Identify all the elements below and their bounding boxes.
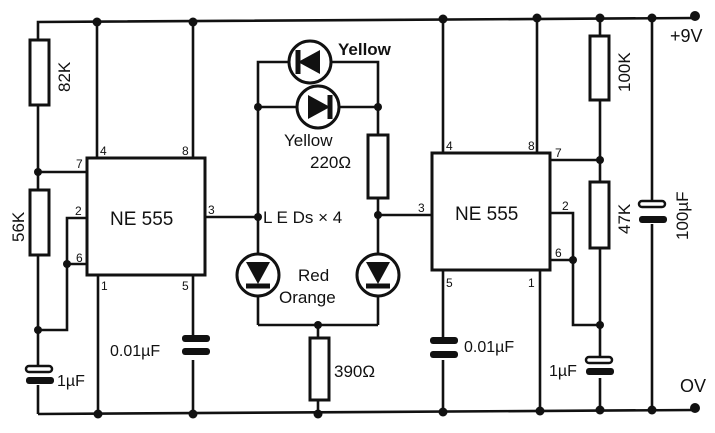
ic-left-ne555 — [85, 17, 258, 419]
leds-count-label: L E Ds × 4 — [263, 208, 342, 227]
ic-left-pin-7: 7 — [76, 157, 83, 171]
positive-terminal — [690, 11, 700, 21]
resistor-47k-label: 47K — [615, 203, 634, 234]
ground-terminal — [690, 403, 700, 413]
right-timing-chain — [584, 13, 614, 415]
ic-right-pin-8: 8 — [528, 139, 535, 153]
led-red-left — [235, 252, 281, 298]
ic-right-pin-6: 6 — [555, 246, 562, 260]
capacitor-100uf — [637, 13, 667, 415]
ic-left-pin-3: 3 — [208, 203, 215, 217]
resistor-390 — [308, 336, 331, 402]
ic-right-pin-1: 1 — [528, 276, 535, 290]
ic-left-pin-6: 6 — [76, 251, 83, 265]
capacitor-1uf-left-plate — [24, 364, 54, 374]
ic-right-pin-7: 7 — [555, 146, 562, 160]
resistor-82k-label: 82K — [55, 61, 74, 92]
capacitor-001uf-left-label: 0.01µF — [110, 343, 160, 360]
led-yellow-second — [295, 84, 341, 130]
ic-left-name: NE 555 — [110, 209, 173, 230]
ic-right-name: NE 555 — [455, 204, 518, 225]
led-top-label: Yellow — [338, 40, 392, 59]
resistor-47k — [588, 180, 611, 250]
resistor-100k — [588, 34, 611, 102]
ic-right-pin-2: 2 — [562, 199, 569, 213]
capacitor-1uf-right — [584, 355, 614, 365]
ic-right-pin-3: 3 — [418, 201, 425, 215]
led-yellow-top — [287, 39, 333, 85]
ic-left-pin-4: 4 — [100, 144, 107, 158]
left-timing-chain — [24, 38, 87, 414]
resistor-390-label: 390Ω — [334, 362, 375, 381]
led-orange-right — [355, 252, 401, 298]
ic-left-pin-5: 5 — [182, 279, 189, 293]
ground-rail — [37, 408, 696, 416]
positive-supply-label: +9V — [670, 26, 703, 46]
ic-right-ne555 — [430, 13, 600, 417]
ground-label: OV — [680, 376, 706, 396]
resistor-56k-label: 56K — [9, 211, 28, 242]
ic-right-pin-4: 4 — [446, 139, 453, 153]
capacitor-001uf-left — [182, 335, 210, 342]
ic-left-pin-8: 8 — [182, 144, 189, 158]
capacitor-1uf-right-label: 1µF — [549, 363, 577, 380]
ic-right-pin-5: 5 — [446, 276, 453, 290]
resistor-100k-label: 100K — [615, 52, 634, 92]
resistor-220 — [366, 133, 390, 200]
resistor-82k — [28, 38, 51, 107]
resistor-56k — [28, 188, 51, 257]
led-second-label: Yellow — [284, 131, 333, 150]
led-orange-label: Orange — [279, 288, 336, 307]
capacitor-001uf-right-label: 0.01µF — [464, 339, 514, 356]
capacitor-100uf-label: 100µF — [673, 191, 692, 240]
led-red-label: Red — [298, 266, 329, 285]
led-network — [235, 39, 432, 419]
capacitor-1uf-left-label: 1µF — [57, 373, 85, 390]
resistor-220-label: 220Ω — [310, 153, 351, 172]
positive-rail — [36, 16, 696, 40]
ic-left-pin-2: 2 — [75, 204, 82, 218]
capacitor-001uf-right — [430, 337, 458, 344]
ic-left-pin-1: 1 — [101, 279, 108, 293]
